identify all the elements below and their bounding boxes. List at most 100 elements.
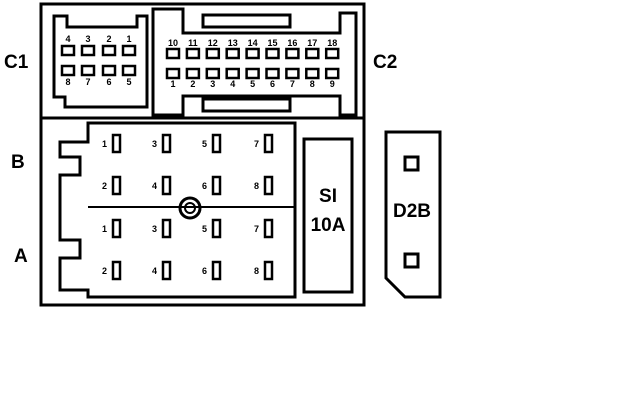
block-a-pin bbox=[111, 260, 122, 281]
c1-pin-label: 2 bbox=[106, 34, 111, 44]
c2-pin-label: 6 bbox=[270, 79, 275, 89]
block-a-label: A bbox=[14, 246, 28, 267]
c1-pin-label: 3 bbox=[85, 34, 90, 44]
block-b-pin-label: 6 bbox=[202, 181, 207, 191]
block-a-pin bbox=[161, 218, 172, 239]
block-b-pin bbox=[111, 175, 122, 196]
ab-connector-outline bbox=[58, 121, 297, 299]
block-b-pin bbox=[111, 133, 122, 154]
block-b-pin-label: 4 bbox=[152, 181, 157, 191]
c2-pin bbox=[285, 47, 300, 60]
c2-pin bbox=[205, 47, 221, 60]
block-b-pin bbox=[211, 133, 222, 154]
c2-pin bbox=[165, 67, 181, 80]
fuse-box bbox=[302, 137, 354, 294]
c1-pin-label: 5 bbox=[126, 77, 131, 87]
block-a-pin bbox=[263, 218, 274, 239]
c1-label: C1 bbox=[4, 52, 29, 73]
block-a-pin bbox=[161, 260, 172, 281]
block-a-pin-label: 1 bbox=[102, 224, 107, 234]
c1-pin bbox=[60, 64, 76, 77]
c1-pin bbox=[101, 44, 117, 57]
c2-pin-label: 16 bbox=[287, 38, 297, 48]
c2-pin bbox=[185, 67, 201, 80]
c2-pin bbox=[205, 67, 221, 80]
c2-bottom-key bbox=[201, 97, 292, 113]
block-b-pin bbox=[161, 133, 172, 154]
c2-pin-label: 18 bbox=[327, 38, 337, 48]
c1-pin bbox=[80, 44, 96, 57]
c2-pin-label: 5 bbox=[250, 79, 255, 89]
c2-pin bbox=[324, 47, 340, 60]
block-b-pin bbox=[263, 133, 274, 154]
block-b-pin bbox=[161, 175, 172, 196]
c2-pin bbox=[305, 67, 320, 80]
block-b-pin-label: 7 bbox=[254, 139, 259, 149]
c1-pin-label: 7 bbox=[85, 77, 90, 87]
block-a-pin-label: 5 bbox=[202, 224, 207, 234]
c1-pin bbox=[60, 44, 76, 57]
c1-pins: 4 8 3 7 2 6 1 5 bbox=[60, 34, 137, 87]
c2-pin-label: 11 bbox=[188, 38, 198, 48]
c1-pin-label: 1 bbox=[126, 34, 131, 44]
block-a-pin-label: 3 bbox=[152, 224, 157, 234]
c2-pin bbox=[305, 47, 320, 60]
block-b-pin-label: 2 bbox=[102, 181, 107, 191]
c2-pin-label: 17 bbox=[307, 38, 317, 48]
c2-pin-label: 3 bbox=[210, 79, 215, 89]
block-a-pin bbox=[263, 260, 274, 281]
c2-pin-label: 10 bbox=[168, 38, 178, 48]
fuse-rating: 10A bbox=[311, 215, 346, 236]
d2b-pin-2 bbox=[403, 252, 420, 269]
c2-pin-label: 15 bbox=[267, 38, 277, 48]
block-a-pin-label: 2 bbox=[102, 266, 107, 276]
fuse-label: SI bbox=[319, 186, 337, 207]
c1-pin-label: 6 bbox=[106, 77, 111, 87]
block-b-pin-label: 3 bbox=[152, 139, 157, 149]
block-b-pin bbox=[263, 175, 274, 196]
c1-pin bbox=[121, 64, 137, 77]
d2b-pin-1 bbox=[403, 155, 420, 172]
c1-pin bbox=[121, 44, 137, 57]
block-a-pin bbox=[211, 218, 222, 239]
c2-pin-label: 8 bbox=[310, 79, 315, 89]
c2-pin-label: 1 bbox=[170, 79, 175, 89]
c2-pin bbox=[245, 47, 260, 60]
c1-pin bbox=[101, 64, 117, 77]
block-a-pin-label: 7 bbox=[254, 224, 259, 234]
c2-pin bbox=[324, 67, 340, 80]
block-a-pin-label: 8 bbox=[254, 266, 259, 276]
c2-top-key bbox=[201, 13, 292, 29]
d2b-label: D2B bbox=[393, 201, 431, 222]
block-a-pin bbox=[211, 260, 222, 281]
c1-pin-label: 4 bbox=[65, 34, 70, 44]
c2-pin-label: 7 bbox=[290, 79, 295, 89]
c2-label: C2 bbox=[373, 52, 397, 73]
block-b-pin-label: 1 bbox=[102, 139, 107, 149]
block-b-pin-label: 8 bbox=[254, 181, 259, 191]
block-b-pin bbox=[211, 175, 222, 196]
block-b-label: B bbox=[11, 152, 25, 173]
mount-screw-icon bbox=[178, 196, 202, 220]
block-b-pin-label: 5 bbox=[202, 139, 207, 149]
c2-pin-label: 12 bbox=[208, 38, 218, 48]
c2-pin-label: 2 bbox=[190, 79, 195, 89]
block-a-pin-label: 4 bbox=[152, 266, 157, 276]
c2-pin bbox=[165, 47, 181, 60]
c2-pin bbox=[265, 67, 280, 80]
c2-connector-outline bbox=[151, 7, 358, 117]
c2-pin bbox=[265, 47, 280, 60]
c1-connector-outline bbox=[52, 14, 149, 109]
ab-pins: 1 3 5 7 2 4 6 8 1 3 5 7 2 4 6 8 bbox=[102, 133, 274, 281]
c1-pin-label: 8 bbox=[65, 77, 70, 87]
c2-pin-label: 14 bbox=[248, 38, 258, 48]
block-a-pin bbox=[111, 218, 122, 239]
mount-screw-inner bbox=[184, 202, 196, 214]
c2-pin bbox=[245, 67, 260, 80]
block-a-pin-label: 6 bbox=[202, 266, 207, 276]
c1-pin bbox=[80, 64, 96, 77]
c2-pin-label: 4 bbox=[230, 79, 235, 89]
c2-pin-label: 9 bbox=[330, 79, 335, 89]
